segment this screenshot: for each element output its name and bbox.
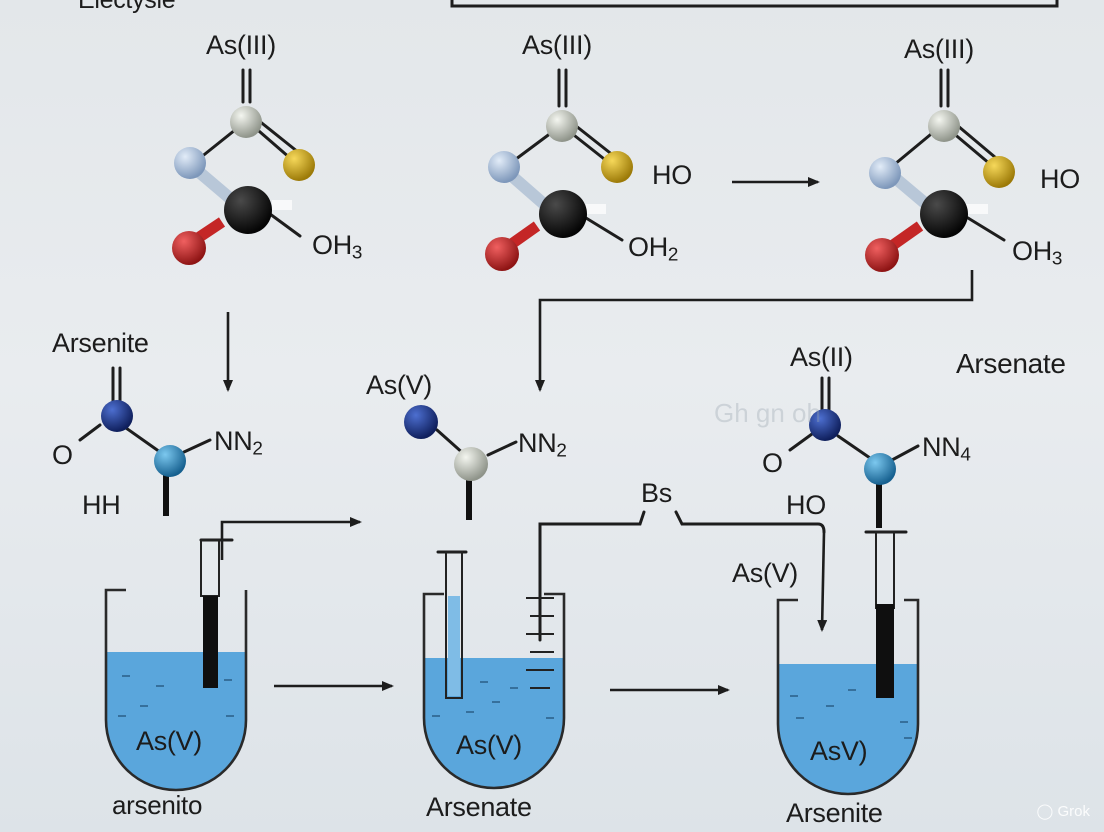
watermark: ◯ Grok: [1036, 803, 1090, 820]
atom-black: [224, 186, 272, 234]
atom-yellow: [283, 149, 315, 181]
beaker-3-side-label: As(V): [732, 558, 799, 588]
molecule-mid-3-label: As(II): [790, 342, 853, 372]
molecule-top-2-group: OH2: [628, 232, 679, 266]
atom-black: [539, 190, 587, 238]
beaker-3: [776, 530, 920, 796]
molecule-top-1: [172, 68, 315, 265]
atom-light-blue: [488, 151, 520, 183]
molecule-top-2-side-label: HO: [652, 160, 692, 190]
molecule-mid-1-h-label: HH: [82, 490, 121, 520]
molecule-top-3-label: As(III): [904, 34, 974, 64]
atom-grey: [230, 106, 262, 138]
molecule-mid-3-h-label: HO: [786, 490, 826, 520]
beaker-3-content: AsV): [810, 736, 868, 766]
beaker-1: [104, 538, 248, 792]
molecule-mid-2-group: NN2: [518, 428, 567, 462]
atom-yellow: [983, 156, 1015, 188]
atom-teal: [154, 445, 186, 477]
molecule-mid-3-group: NN4: [922, 432, 971, 466]
molecule-mid-1-group: NN2: [214, 426, 263, 460]
arrow-bs: [817, 531, 828, 632]
arrow-mid: [220, 517, 362, 560]
molecule-top-1-group: OH3: [312, 230, 363, 264]
molecule-mid-3-o-label: O: [762, 448, 783, 478]
atom-yellow: [601, 151, 633, 183]
beaker-1-caption: arsenito: [112, 790, 203, 820]
atom-grey: [546, 110, 578, 142]
atom-navy: [809, 409, 841, 441]
molecule-top-1-label: As(III): [206, 30, 276, 60]
atom-grey: [454, 447, 488, 481]
atom-light-blue: [869, 157, 901, 189]
page-title: Electysie: [78, 0, 176, 14]
atom-navy: [404, 405, 438, 439]
molecule-top-3: [865, 68, 1015, 272]
molecule-mid-2-label: As(V): [366, 370, 433, 400]
molecule-mid-1-o-label: O: [52, 440, 73, 470]
atom-red: [485, 237, 519, 271]
beaker-2-caption: Arsenate: [426, 792, 532, 822]
atom-red: [865, 238, 899, 272]
beaker-1-content: As(V): [136, 726, 203, 756]
molecule-mid-3: [788, 376, 920, 528]
branch-label: Bs: [641, 478, 672, 508]
molecule-top-2-label: As(III): [522, 30, 592, 60]
molecule-mid-2: [404, 405, 518, 520]
atom-red: [172, 231, 206, 265]
beaker-3-caption: Arsenite: [786, 798, 883, 828]
brace-right: [674, 510, 826, 534]
background-text: Gh gn oh: [714, 398, 821, 428]
atom-grey: [928, 110, 960, 142]
header-frame: [450, 0, 1059, 8]
atom-teal: [864, 453, 896, 485]
watermark-text: Grok: [1057, 803, 1090, 820]
atom-light-blue: [174, 147, 206, 179]
molecule-mid-1: [78, 366, 212, 516]
molecule-top-3-side-label: HO: [1040, 164, 1080, 194]
atom-black: [920, 190, 968, 238]
molecule-mid-1-title: Arsenite: [52, 328, 149, 358]
brace-left: [538, 510, 646, 642]
molecule-mid-3-title: Arsenate: [956, 348, 1066, 379]
beaker-2: [422, 550, 566, 790]
beaker-2-content: As(V): [456, 730, 523, 760]
atom-navy: [101, 400, 133, 432]
arrow-connector: [535, 270, 974, 392]
molecule-top-3-group: OH3: [1012, 236, 1063, 270]
molecule-top-2: [485, 68, 633, 271]
